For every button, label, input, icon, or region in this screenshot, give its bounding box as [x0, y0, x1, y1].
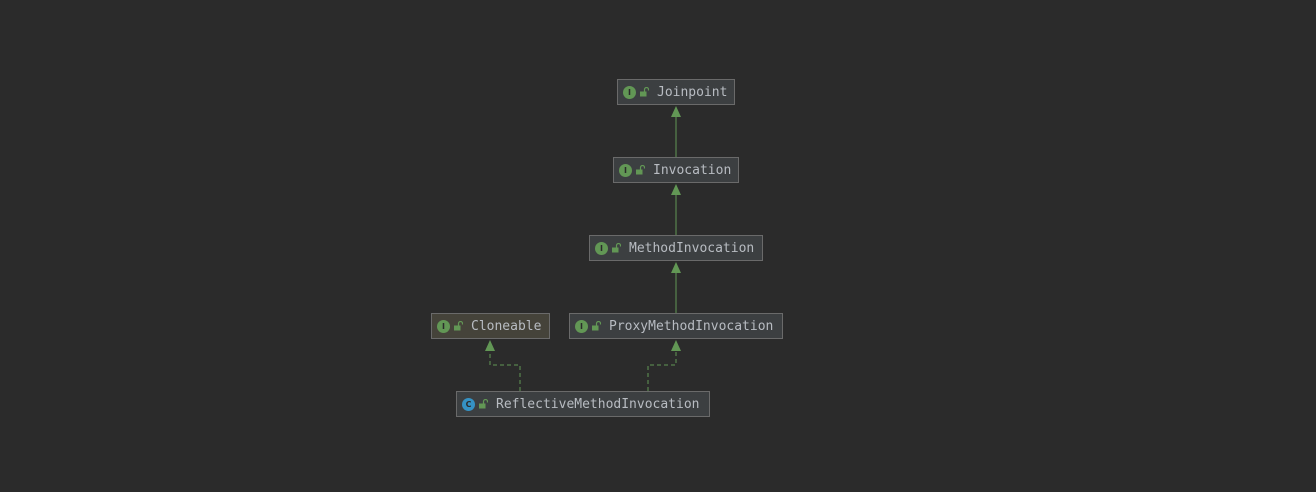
edges-layer	[485, 106, 681, 391]
edge-extends	[671, 184, 681, 235]
arrowhead	[671, 262, 681, 273]
interface-icon: I	[437, 319, 450, 333]
arrowhead	[671, 106, 681, 117]
arrowhead	[671, 340, 681, 351]
edge-extends	[671, 106, 681, 157]
interface-icon: I	[575, 319, 588, 333]
node-method-invocation[interactable]: I MethodInvocation	[589, 235, 763, 261]
node-label: ReflectiveMethodInvocation	[496, 396, 700, 412]
node-proxy-method-invocation[interactable]: I ProxyMethodInvocation	[569, 313, 783, 339]
node-label: Invocation	[653, 162, 732, 178]
node-invocation[interactable]: I Invocation	[613, 157, 739, 183]
arrowhead	[485, 340, 495, 351]
unlock-icon	[479, 399, 488, 409]
node-reflective-method-invocation[interactable]: C ReflectiveMethodInvocation	[456, 391, 710, 417]
node-label: ProxyMethodInvocation	[609, 318, 774, 334]
interface-icon: I	[619, 163, 632, 177]
unlock-icon	[612, 243, 621, 253]
edge-implements	[647, 340, 681, 391]
unlock-icon	[640, 87, 649, 97]
edge-line	[647, 351, 677, 391]
unlock-icon	[454, 321, 463, 331]
class-icon: C	[462, 397, 475, 411]
node-label: MethodInvocation	[629, 240, 755, 256]
edge-extends	[671, 262, 681, 313]
unlock-icon	[592, 321, 601, 331]
node-label: Cloneable	[471, 318, 542, 334]
arrowhead	[671, 184, 681, 195]
interface-icon: I	[623, 85, 636, 99]
node-label: Joinpoint	[657, 84, 728, 100]
interface-icon: I	[595, 241, 608, 255]
node-joinpoint[interactable]: I Joinpoint	[617, 79, 735, 105]
edge-line	[489, 351, 521, 391]
edge-implements	[485, 340, 521, 391]
unlock-icon	[636, 165, 645, 175]
node-cloneable[interactable]: I Cloneable	[431, 313, 550, 339]
